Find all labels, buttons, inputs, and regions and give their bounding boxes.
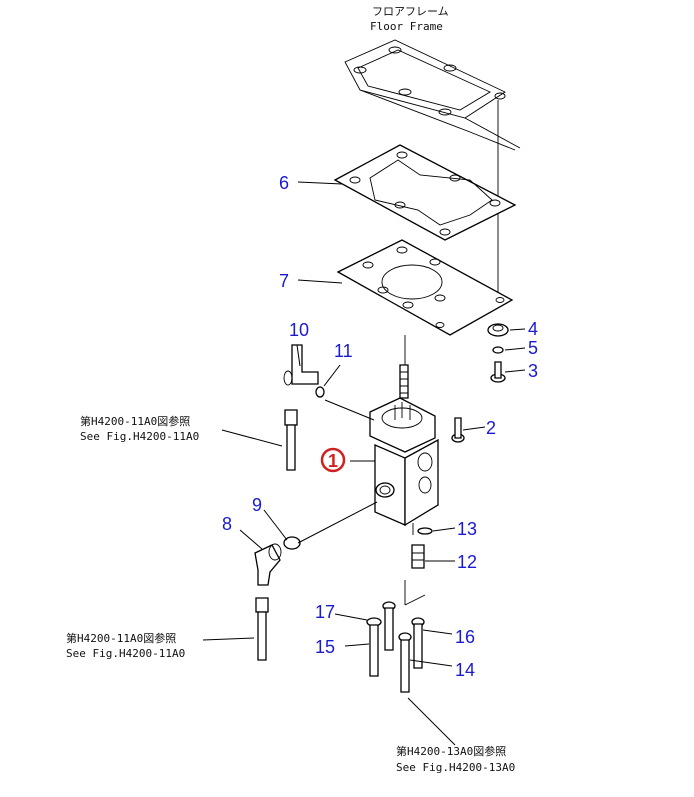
floor-frame-label-jp: フロアフレーム (372, 5, 449, 18)
fitting-part-14 (398, 632, 412, 693)
callout-10: 10 (289, 320, 309, 340)
fitting-part-15 (382, 601, 396, 651)
callout-5: 5 (528, 338, 538, 358)
callout-2: 2 (486, 418, 496, 438)
valve-body-part-1 (369, 364, 439, 535)
o-ring-part-13 (417, 527, 433, 535)
callout-14: 14 (455, 660, 475, 680)
hose-upper-left (284, 409, 298, 471)
reference-2-en: See Fig.H4200-11A0 (66, 647, 185, 660)
fitting-part-17 (366, 617, 382, 677)
reference-3-jp: 第H4200-13A0図参照 (396, 744, 506, 758)
callout-4: 4 (528, 319, 538, 339)
elbow-fitting-part-8 (254, 543, 282, 586)
o-ring-part-9 (283, 536, 301, 550)
elbow-fitting-part-10 (283, 344, 319, 386)
callout-8: 8 (222, 514, 232, 534)
floor-frame-label-en: Floor Frame (370, 20, 443, 33)
reference-1-en: See Fig.H4200-11A0 (80, 430, 199, 443)
bracket-lines (404, 580, 426, 606)
callout-1-highlight-circle (320, 447, 346, 473)
mounting-plate-part-7 (336, 239, 514, 365)
callout-15: 15 (315, 637, 335, 657)
o-ring-part-11 (315, 386, 325, 398)
callout-7: 7 (279, 271, 289, 291)
reference-3-en: See Fig.H4200-13A0 (396, 761, 515, 774)
callout-6: 6 (279, 173, 289, 193)
fitting-part-16 (411, 617, 425, 669)
callout-9: 9 (252, 495, 262, 515)
bolt-part-3 (490, 361, 506, 383)
callout-13: 13 (457, 519, 477, 539)
reference-2-jp: 第H4200-11A0図参照 (66, 631, 176, 645)
callout-1: 1 (328, 451, 338, 471)
reference-1-jp: 第H4200-11A0図参照 (80, 414, 190, 428)
hose-lower-left (255, 597, 269, 661)
fitting-part-12 (411, 544, 425, 569)
callout-11: 11 (334, 341, 353, 361)
washer-part-4 (487, 323, 509, 337)
callout-17: 17 (315, 602, 335, 622)
leader-lines (202, 181, 526, 746)
callout-16: 16 (455, 627, 475, 647)
gasket-plate-part-6 (333, 144, 517, 241)
callout-12: 12 (457, 552, 477, 572)
bolt-part-2 (451, 417, 465, 443)
callout-3: 3 (528, 361, 538, 381)
washer-part-5 (492, 346, 504, 354)
